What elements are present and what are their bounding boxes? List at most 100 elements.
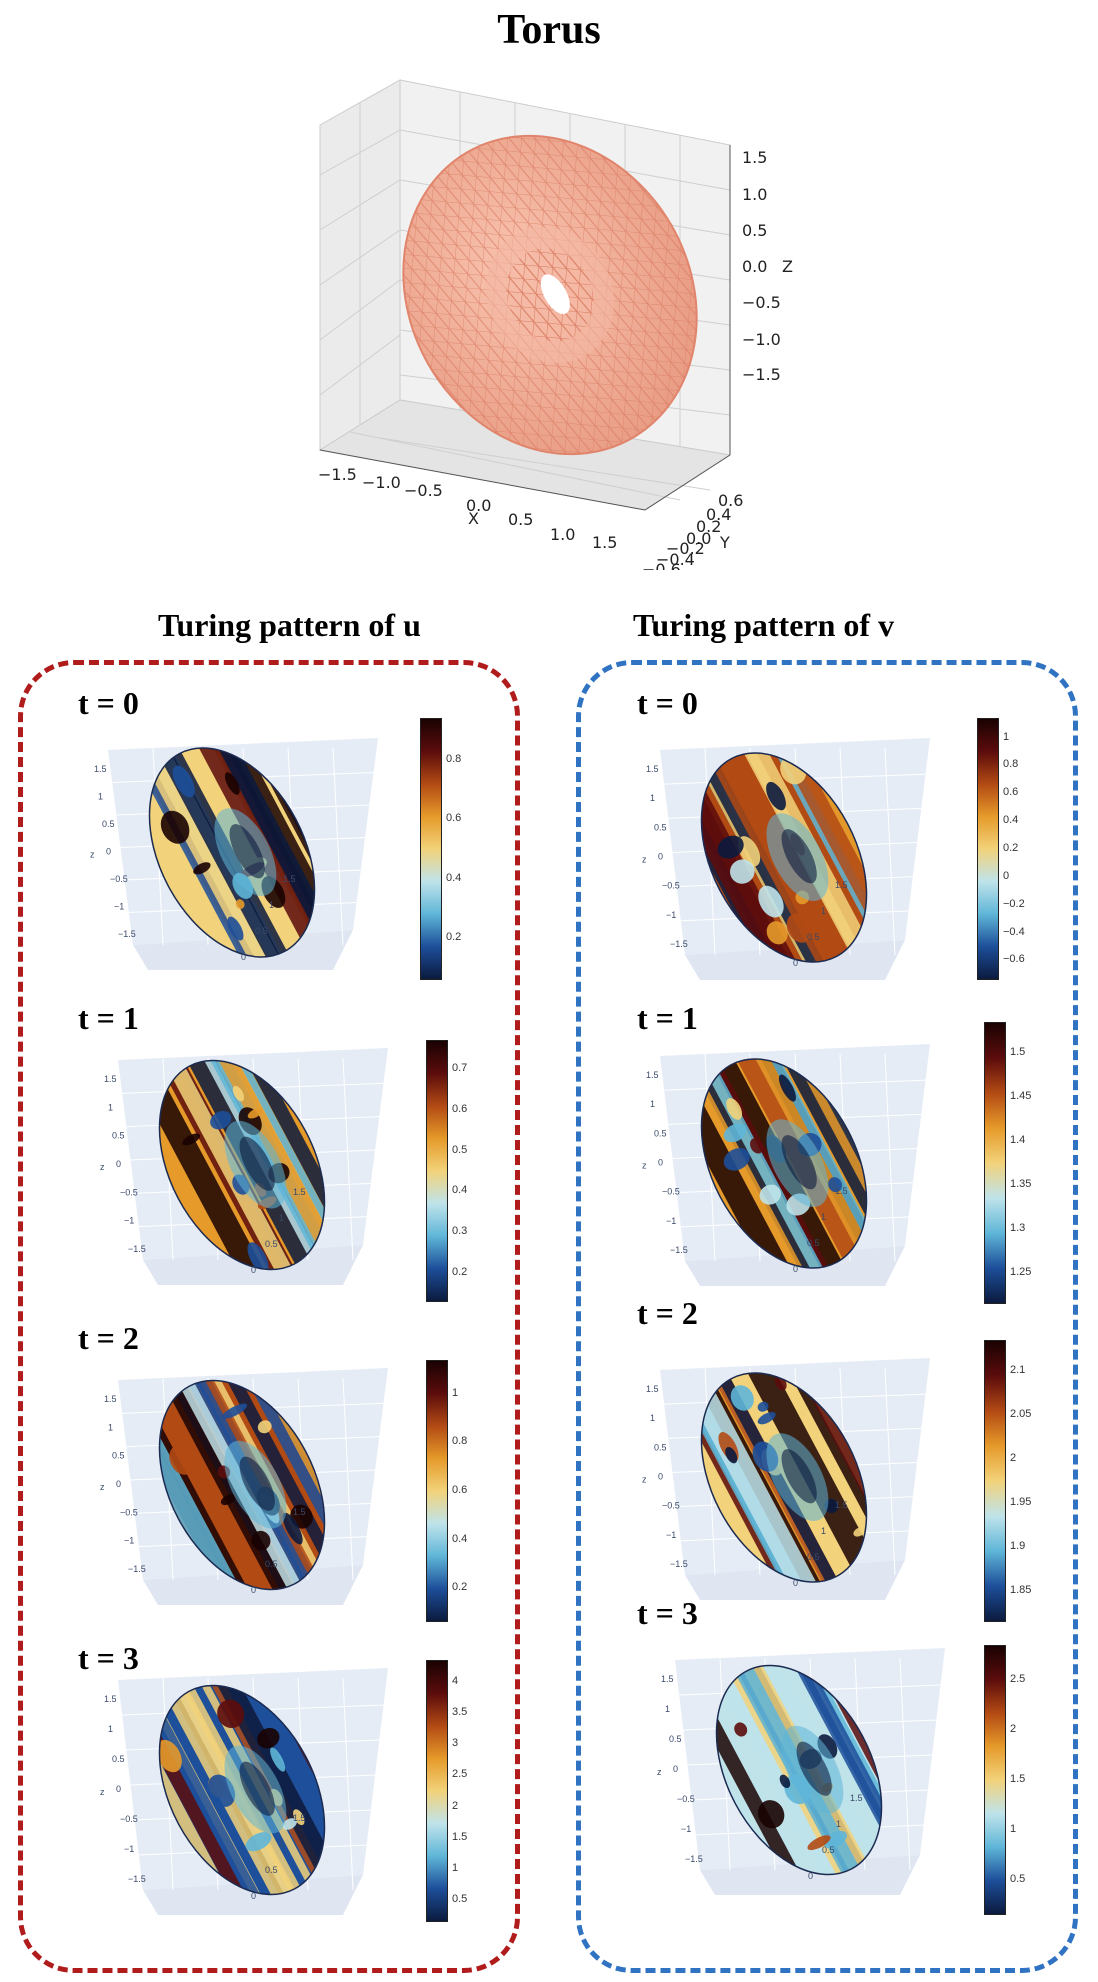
x-tick-label: 0 (793, 958, 798, 968)
u-colorbar-tick: 0.6 (452, 1484, 468, 1496)
z-tick-label: −0.5 (662, 1187, 680, 1197)
z-tick-label: −1.5 (670, 1559, 688, 1569)
v-colorbar-tick: 2.05 (1010, 1407, 1032, 1420)
v-colorbar-tick: 1.95 (1010, 1496, 1032, 1509)
x-tick: −1.0 (362, 473, 401, 492)
v-panel-frame (576, 660, 1078, 1973)
z-tick-label: −1 (681, 1824, 691, 1834)
u-colorbar-tick: 0.3 (452, 1225, 468, 1238)
z-tick-label: −0.5 (120, 1814, 138, 1824)
x-tick-label: 1 (821, 1212, 826, 1222)
x-tick-label: 0.5 (807, 1552, 820, 1562)
z-tick-label: −0.5 (662, 881, 680, 891)
u-colorbar-tick: 0.6 (446, 812, 462, 825)
u-colorbar-tick: 4 (452, 1674, 459, 1687)
z-tick-label: 1 (108, 1102, 113, 1112)
u-colorbar-tick: 2 (452, 1799, 459, 1812)
z-tick-label: −1 (124, 1216, 134, 1226)
z-tick-label: 1.5 (661, 1674, 674, 1684)
y-tick: −0.6 (642, 560, 681, 570)
u-colorbar-tick: 0.2 (452, 1581, 468, 1594)
x-tick-label: 1.5 (293, 1187, 306, 1197)
z-tick-label: −1 (666, 1530, 676, 1540)
z-tick-label: 1 (650, 1413, 655, 1423)
z-tick-label: −1 (114, 902, 124, 912)
x-tick-label: 0.5 (807, 1238, 820, 1248)
x-axis-label: X (468, 509, 479, 528)
u-colorbar-tick: 1 (452, 1861, 459, 1874)
x-tick-label: 0 (793, 1578, 798, 1588)
v-colorbar-tick: 1 (1010, 1823, 1017, 1835)
z-tick-label: −1.5 (670, 1245, 688, 1255)
v-colorbar-tick: 0 (1003, 869, 1010, 882)
v-colorbar (977, 718, 999, 980)
u-colorbar-tick: 0.7 (452, 1061, 468, 1074)
x-tick-label: 0 (251, 1891, 256, 1901)
v-colorbar-tick: 0.8 (1003, 758, 1019, 771)
z-axis-label: z (642, 855, 647, 865)
x-tick-label: 1.5 (283, 874, 296, 884)
x-axis: −1.5 −1.0 −0.5 0.0 X 0.5 1.0 1.5 (318, 449, 646, 552)
z-tick-label: 1 (108, 1422, 113, 1432)
z-tick-label: 0.5 (654, 1442, 667, 1452)
v-surface-plot: 1.510.50−0.5−1−1.5z1.510.50 (642, 1036, 930, 1291)
u-colorbar-tick: 0.8 (446, 752, 462, 765)
z-tick-label: 0 (106, 847, 111, 857)
z-tick-label: −1.5 (128, 1244, 146, 1254)
v-colorbar-tick: 1 (1003, 730, 1010, 743)
z-tick-label: 0 (116, 1479, 121, 1489)
z-tick-label: 0.5 (112, 1131, 125, 1141)
z-axis-label: z (100, 1162, 105, 1172)
x-tick: 1.0 (550, 525, 575, 544)
u-colorbar-tick: 0.5 (452, 1893, 468, 1906)
y-tick: 0.0 (686, 529, 711, 548)
v-colorbar-tick: 2 (1010, 1451, 1017, 1464)
z-tick-label: −0.5 (662, 1501, 680, 1511)
x-tick-label: 0 (251, 1265, 256, 1275)
x-tick: −1.5 (318, 465, 357, 484)
z-tick-label: 0 (658, 1158, 663, 1168)
z-axis-label: z (90, 849, 95, 859)
z-tick: −0.5 (742, 293, 781, 312)
x-tick-label: 1 (836, 1819, 841, 1829)
z-tick-label: −1 (666, 1216, 676, 1226)
u-colorbar-tick: 0.4 (452, 1532, 468, 1545)
v-colorbar-tick: 0.4 (1003, 814, 1019, 827)
x-tick-label: 0.5 (265, 1865, 278, 1875)
u-colorbar-tick: 0.2 (446, 931, 462, 944)
v-colorbar-tick: 2 (1010, 1723, 1017, 1735)
x-tick-label: 0 (251, 1585, 256, 1595)
x-tick-label: 0.5 (807, 932, 820, 942)
z-tick-label: −1 (124, 1844, 134, 1854)
v-colorbar-tick: 1.3 (1010, 1222, 1026, 1235)
u-colorbar-tick: 0.5 (452, 1143, 468, 1156)
z-tick-label: −1.5 (118, 929, 136, 939)
z-tick: −1.5 (742, 365, 781, 384)
x-tick-label: 0.5 (265, 1239, 278, 1249)
y-axis-label: Y (719, 533, 730, 552)
v-surface-plot: 1.510.50−0.5−1−1.5z1.510.50 (657, 1640, 945, 1900)
u-colorbar-tick: 1.5 (452, 1830, 468, 1843)
z-axis-label: z (100, 1787, 105, 1797)
z-tick: 0.0 (742, 257, 767, 276)
z-tick-label: −1 (666, 910, 676, 920)
x-tick-label: 1 (279, 1839, 284, 1849)
v-time-label: t = 3 (637, 1595, 698, 1631)
u-colorbar-tick: 2.5 (452, 1768, 468, 1781)
x-tick-label: 1.5 (835, 1500, 848, 1510)
z-axis-label: z (657, 1767, 662, 1777)
v-colorbar-tick: 2.1 (1010, 1363, 1026, 1376)
u-colorbar-tick: 1 (452, 1386, 459, 1399)
v-surface-plot: 1.510.50−0.5−1−1.5z1.510.50 (642, 730, 930, 985)
v-colorbar-tick: 1.85 (1010, 1584, 1032, 1597)
z-tick-label: 0 (673, 1764, 678, 1774)
u-time-label: t = 0 (78, 685, 139, 721)
z-tick: 1.0 (742, 185, 767, 204)
v-colorbar-tick: −0.2 (1003, 897, 1025, 910)
z-tick-label: 1 (650, 1099, 655, 1109)
v-time-label: t = 0 (637, 685, 698, 721)
z-tick: 1.5 (742, 148, 767, 167)
y-tick: −0.2 (666, 539, 705, 558)
v-colorbar (984, 1645, 1006, 1915)
z-tick-label: 0.5 (654, 1128, 667, 1138)
